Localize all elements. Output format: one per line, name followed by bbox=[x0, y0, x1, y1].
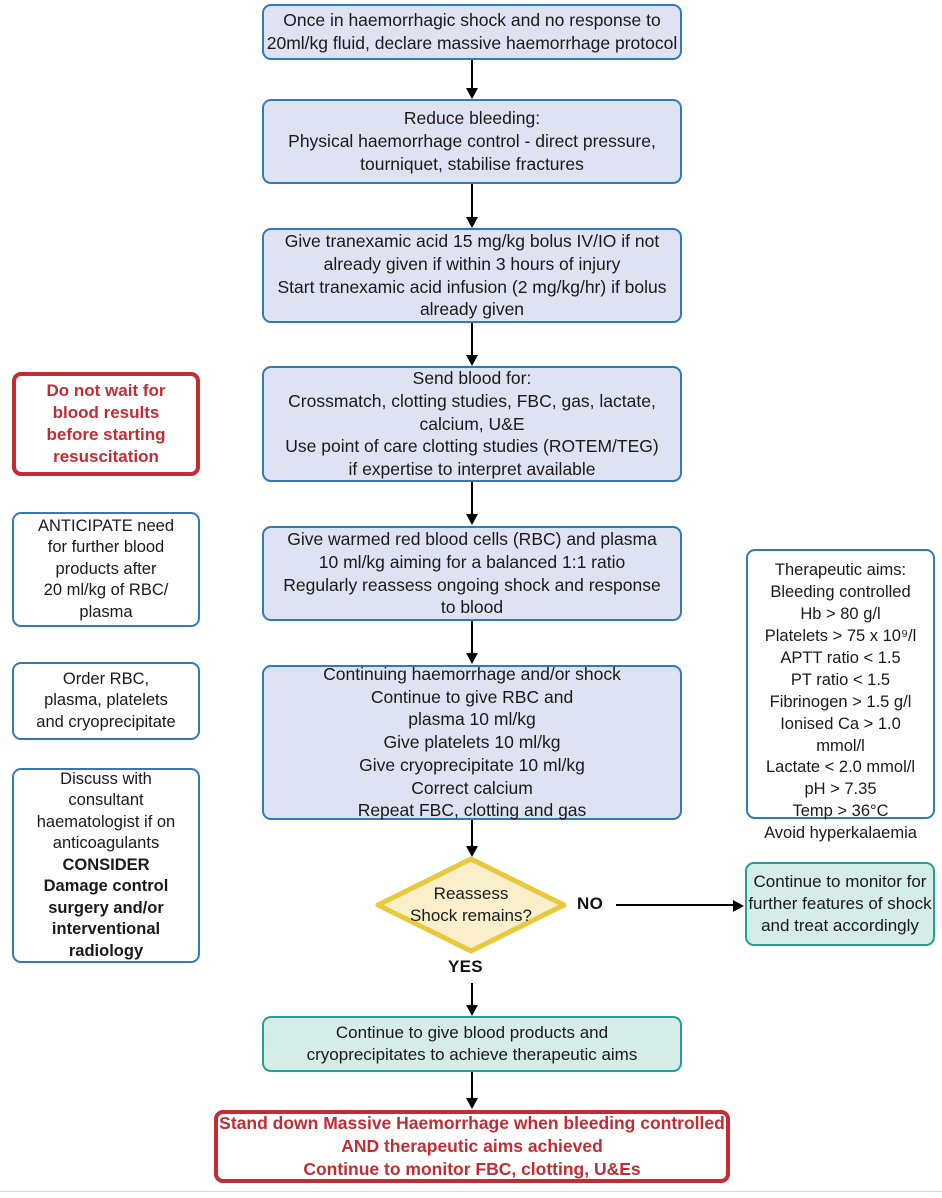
arrowhead-decision-no bbox=[733, 899, 744, 912]
therapeutic-aim-platelets: Platelets > 75 x 10⁹/l bbox=[764, 626, 917, 645]
diamond-shape-icon bbox=[375, 856, 567, 954]
node-reduce-bleeding-text: Reduce bleeding: Physical haemorrhage co… bbox=[288, 108, 656, 174]
therapeutic-aim-lactate: Lactate < 2.0 mmol/l bbox=[765, 758, 916, 777]
connector-decision-no bbox=[616, 903, 734, 907]
note-anticipate-products: ANTICIPATE need for further blood produc… bbox=[12, 512, 200, 627]
connector-5-6 bbox=[470, 621, 474, 657]
therapeutic-aim-pt: PT ratio < 1.5 bbox=[790, 670, 891, 689]
connector-decision-yes bbox=[470, 983, 474, 1008]
node-decision-reassess-text: Reassess Shock remains? bbox=[410, 883, 532, 925]
arrowhead-3-4 bbox=[465, 355, 478, 366]
node-continue-monitor-shock: Continue to monitor for further features… bbox=[745, 862, 935, 946]
note-order-products: Order RBC, plasma, platelets and cryopre… bbox=[12, 662, 200, 740]
therapeutic-aim-hyperkalaemia: Avoid hyperkalaemia bbox=[764, 824, 917, 843]
node-continuing-haemorrhage: Continuing haemorrhage and/or shock Cont… bbox=[262, 663, 682, 821]
node-reduce-bleeding: Reduce bleeding: Physical haemorrhage co… bbox=[262, 99, 682, 184]
therapeutic-aims-heading: Therapeutic aims: Bleeding controlled bbox=[770, 561, 911, 601]
node-tranexamic-acid-text: Give tranexamic acid 15 mg/kg bolus IV/I… bbox=[277, 231, 667, 320]
note-therapeutic-aims: Therapeutic aims: Bleeding controlled Hb… bbox=[746, 549, 935, 842]
arrowhead-decision-yes bbox=[465, 1005, 478, 1016]
node-stand-down-text: Stand down Massive Haemorrhage when blee… bbox=[219, 1113, 725, 1179]
arrowhead-5-6 bbox=[465, 653, 478, 664]
node-send-blood-text: Send blood for: Crossmatch, clotting stu… bbox=[285, 368, 659, 480]
node-give-rbc-plasma: Give warmed red blood cells (RBC) and pl… bbox=[262, 526, 682, 621]
therapeutic-aim-aptt: APTT ratio < 1.5 bbox=[780, 648, 901, 667]
arrowhead-6-decision bbox=[465, 846, 478, 857]
therapeutic-aim-temp: Temp > 36°C bbox=[792, 802, 889, 821]
note-do-not-wait-text: Do not wait for blood results before sta… bbox=[46, 380, 166, 467]
arrowhead-1-2 bbox=[465, 88, 478, 99]
node-tranexamic-acid: Give tranexamic acid 15 mg/kg bolus IV/I… bbox=[262, 228, 682, 323]
footer-divider bbox=[0, 1191, 942, 1192]
connector-2-3 bbox=[470, 184, 474, 220]
therapeutic-aim-ionised-ca: Ionised Ca > 1.0 mmol/l bbox=[780, 714, 901, 755]
connector-6-decision bbox=[470, 820, 474, 848]
node-declare-protocol-text: Once in haemorrhagic shock and no respon… bbox=[266, 10, 678, 53]
node-continue-blood-products: Continue to give blood products and cryo… bbox=[262, 1016, 682, 1072]
therapeutic-aim-hb: Hb > 80 g/l bbox=[800, 604, 881, 623]
node-decision-reassess: Reassess Shock remains? bbox=[375, 856, 567, 954]
node-give-rbc-plasma-text: Give warmed red blood cells (RBC) and pl… bbox=[283, 529, 661, 618]
note-haematologist-text: Discuss with consultant haematologist if… bbox=[36, 770, 176, 853]
note-consider-text: CONSIDER Damage control surgery and/or i… bbox=[43, 855, 169, 960]
therapeutic-aim-ph: pH > 7.35 bbox=[804, 780, 877, 799]
branch-label-no: NO bbox=[577, 894, 604, 913]
connector-7-8 bbox=[470, 1072, 474, 1100]
connector-3-4 bbox=[470, 323, 474, 363]
node-stand-down: Stand down Massive Haemorrhage when blee… bbox=[214, 1110, 730, 1183]
node-continue-monitor-shock-text: Continue to monitor for further features… bbox=[748, 871, 932, 936]
node-declare-protocol: Once in haemorrhagic shock and no respon… bbox=[262, 4, 682, 60]
connector-4-5 bbox=[470, 482, 474, 518]
note-haematologist-consider: Discuss with consultant haematologist if… bbox=[12, 768, 200, 963]
node-send-blood: Send blood for: Crossmatch, clotting stu… bbox=[262, 366, 682, 482]
connector-1-2 bbox=[470, 60, 474, 90]
arrowhead-7-8 bbox=[465, 1098, 478, 1109]
branch-label-yes: YES bbox=[448, 957, 483, 976]
note-anticipate-products-text: ANTICIPATE need for further blood produc… bbox=[37, 516, 175, 621]
note-do-not-wait: Do not wait for blood results before sta… bbox=[12, 372, 200, 476]
arrowhead-2-3 bbox=[465, 217, 478, 228]
therapeutic-aim-fibrinogen: Fibrinogen > 1.5 g/l bbox=[769, 692, 912, 711]
note-order-products-text: Order RBC, plasma, platelets and cryopre… bbox=[36, 669, 176, 731]
arrowhead-4-5 bbox=[465, 514, 478, 525]
node-continue-blood-products-text: Continue to give blood products and cryo… bbox=[306, 1022, 638, 1064]
node-continuing-haemorrhage-text: Continuing haemorrhage and/or shock Cont… bbox=[323, 663, 621, 821]
